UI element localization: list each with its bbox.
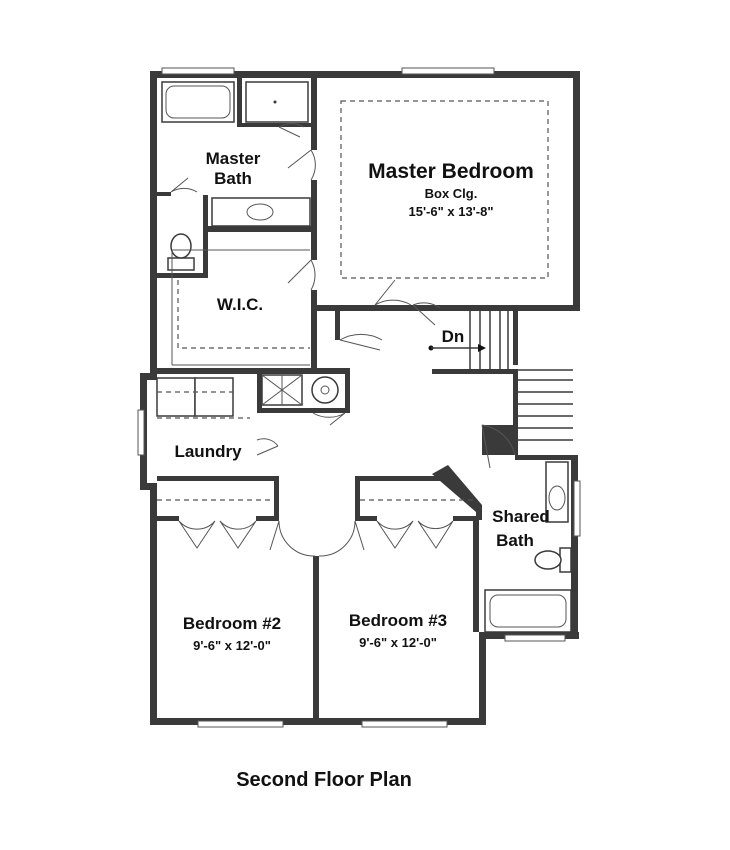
master-bedroom-size: 15'-6" x 13'-8" — [408, 204, 493, 219]
master-bath-name-line2: Bath — [214, 169, 252, 188]
master-bath-name-line1: Master — [206, 149, 261, 168]
master-bedroom-name: Master Bedroom — [368, 160, 534, 183]
shared-bath-name-line1: Shared — [492, 507, 550, 526]
bedroom3-size: 9'-6" x 12'-0" — [359, 635, 437, 650]
interior-walls — [157, 78, 579, 725]
laundry-name: Laundry — [174, 442, 242, 461]
doors — [170, 123, 516, 557]
shared-bath-name-line2: Bath — [496, 531, 534, 550]
wic-name: W.I.C. — [217, 295, 263, 314]
bedroom2-name: Bedroom #2 — [183, 614, 281, 633]
shared-bath-fixtures — [484, 461, 572, 633]
wic-shelves — [171, 249, 310, 366]
stairs-down-label: Dn — [442, 327, 465, 346]
box-ceiling-outline — [340, 100, 549, 279]
stairs — [428, 311, 573, 441]
room-labels: Master Bedroom Box Clg. 15'-6" x 13'-8" … — [174, 149, 549, 653]
plan-title: Second Floor Plan — [236, 769, 412, 791]
bedroom2-size: 9'-6" x 12'-0" — [193, 638, 271, 653]
bedroom3-name: Bedroom #3 — [349, 611, 447, 630]
laundry-fixtures — [156, 374, 339, 419]
windows — [137, 67, 581, 728]
master-bath-fixtures — [161, 81, 311, 271]
master-bedroom-ceiling-note: Box Clg. — [425, 186, 478, 201]
